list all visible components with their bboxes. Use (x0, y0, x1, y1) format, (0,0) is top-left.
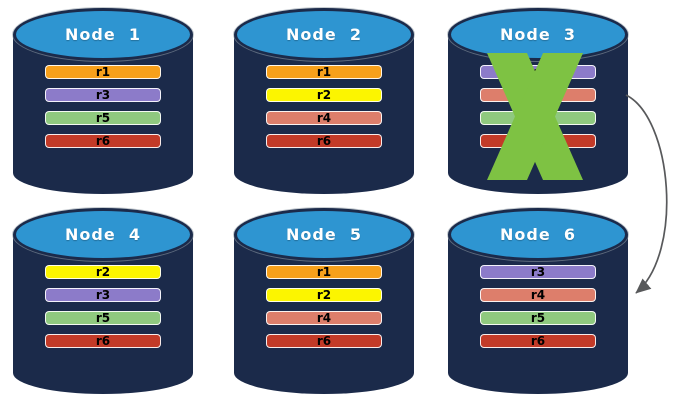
replica-list: r3 r4 r5 r6 (448, 265, 628, 348)
failure-x-icon (487, 53, 583, 180)
replica-bar-r4: r4 (266, 111, 382, 125)
node-title: Node 1 (65, 25, 141, 44)
replica-bar-r6: r6 (266, 334, 382, 348)
replica-bar-r6: r6 (45, 334, 161, 348)
node-4-cylinder: Node 4 r2 r3 r5 r6 (13, 208, 193, 394)
node-title: Node 3 (500, 25, 576, 44)
replica-bar-r6: r6 (45, 134, 161, 148)
replica-list: r1 r2 r4 r6 (234, 265, 414, 348)
replica-bar-r2: r2 (45, 265, 161, 279)
node-title: Node 5 (286, 225, 362, 244)
replica-list: r2 r3 r5 r6 (13, 265, 193, 348)
replica-bar-r5: r5 (45, 111, 161, 125)
node-3-cylinder: Node 3r3 (448, 8, 628, 194)
replica-bar-r3: r3 (45, 88, 161, 102)
node-6-cylinder: Node 6 r3 r4 r5 r6 (448, 208, 628, 394)
cylinder-top: Node 6 (448, 208, 628, 261)
replica-list: r1 r3 r5 r6 (13, 65, 193, 148)
cylinder-top: Node 4 (13, 208, 193, 261)
cylinder-top: Node 3 (448, 8, 628, 61)
node-title: Node 6 (500, 225, 576, 244)
cylinder-top: Node 2 (234, 8, 414, 61)
cylinder-top: Node 1 (13, 8, 193, 61)
replica-bar-r4: r4 (480, 288, 596, 302)
replica-bar-r1: r1 (266, 65, 382, 79)
replica-bar-r3: r3 (480, 265, 596, 279)
replica-list: r1 r2 r4 r6 (234, 65, 414, 148)
node-5-cylinder: Node 5 r1 r2 r4 r6 (234, 208, 414, 394)
replica-bar-r2: r2 (266, 88, 382, 102)
replica-bar-r5: r5 (45, 311, 161, 325)
failover-arrow-path (625, 94, 668, 294)
replica-bar-r2: r2 (266, 288, 382, 302)
replica-bar-r6: r6 (480, 334, 596, 348)
replica-bar-r5: r5 (480, 311, 596, 325)
replica-bar-r1: r1 (266, 265, 382, 279)
cylinder-top: Node 5 (234, 208, 414, 261)
node-title: Node 4 (65, 225, 141, 244)
node-title: Node 2 (286, 25, 362, 44)
replica-bar-r6: r6 (266, 134, 382, 148)
replica-bar-r3: r3 (45, 288, 161, 302)
node-1-cylinder: Node 1 r1 r3 r5 r6 (13, 8, 193, 194)
replica-bar-r1: r1 (45, 65, 161, 79)
node-2-cylinder: Node 2 r1 r2 r4 r6 (234, 8, 414, 194)
replica-bar-r4: r4 (266, 311, 382, 325)
